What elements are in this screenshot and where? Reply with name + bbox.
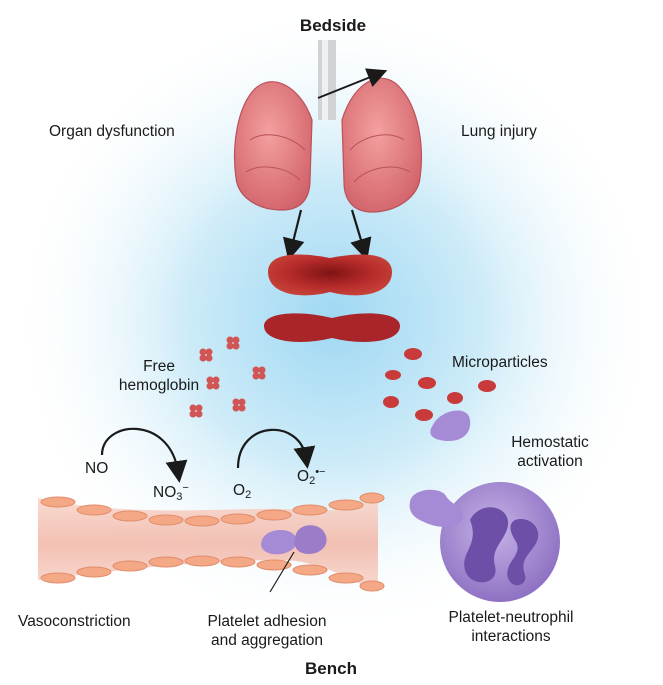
platelet-pointer-line xyxy=(269,551,295,593)
platelet-aggregate xyxy=(261,529,297,555)
arrow-left-lung-to-rbc xyxy=(282,209,305,261)
rbc-bottom xyxy=(264,313,400,342)
label-vasoconstriction: Vasoconstriction xyxy=(18,613,131,630)
platelet-attached xyxy=(409,489,464,527)
rbc-top xyxy=(268,254,392,296)
label-bedside: Bedside xyxy=(299,16,367,35)
endothelial-cells-top xyxy=(40,492,385,527)
label-platelet-neutrophil: Platelet-neutrophil interactions xyxy=(448,609,574,645)
arrow-to-lung-injury xyxy=(317,68,388,99)
label-microparticles: Microparticles xyxy=(452,354,548,371)
left-lung xyxy=(233,81,313,211)
microparticles-cluster xyxy=(383,348,496,442)
arrow-no-to-nitrate xyxy=(100,427,188,483)
label-free-hemoglobin: Free hemoglobin xyxy=(118,358,200,394)
arrow-oxygen-to-superoxide xyxy=(236,428,316,469)
label-oxygen: O2 xyxy=(233,482,252,501)
blood-vessel xyxy=(38,492,385,593)
lungs xyxy=(233,77,422,213)
neutrophil xyxy=(409,482,560,602)
red-blood-cells xyxy=(264,254,400,342)
platelet-micro xyxy=(430,410,471,442)
label-platelet-adhesion: Platelet adhesion and aggregation xyxy=(207,613,327,649)
label-hemostatic-activation: Hemostatic activation xyxy=(511,434,589,470)
label-organ-dysfunction: Organ dysfunction xyxy=(49,123,175,140)
label-lung-injury: Lung injury xyxy=(461,123,537,140)
label-superoxide: O2•− xyxy=(297,466,326,487)
endothelial-cells-bottom xyxy=(40,555,385,592)
label-nitrate: NO3− xyxy=(153,482,189,503)
free-hemoglobin-molecules xyxy=(189,336,266,418)
label-no: NO xyxy=(85,460,109,477)
arrow-right-lung-to-rbc xyxy=(350,209,372,261)
trachea xyxy=(318,40,336,120)
label-bench: Bench xyxy=(305,659,357,678)
